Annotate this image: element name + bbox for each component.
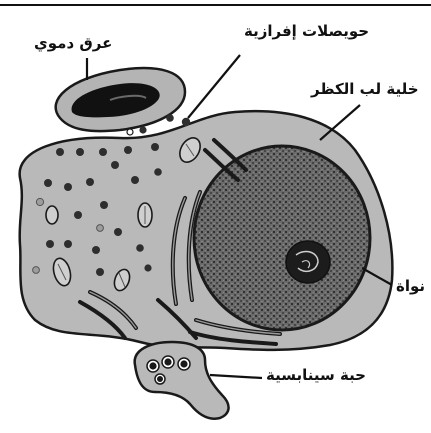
synaptic-knob [135,342,229,419]
synaptic-knob-label: حبة سينابسية [266,368,366,383]
secretory-vesicles-label: حويصلات إفرازية [244,24,369,39]
capillary-label: عرق دموي [34,36,112,51]
nucleus-label: نواة [396,279,425,294]
capillary [56,68,185,135]
chromaffin-cell-label: خلية لب الكظر [311,82,419,97]
nucleus [194,146,370,330]
